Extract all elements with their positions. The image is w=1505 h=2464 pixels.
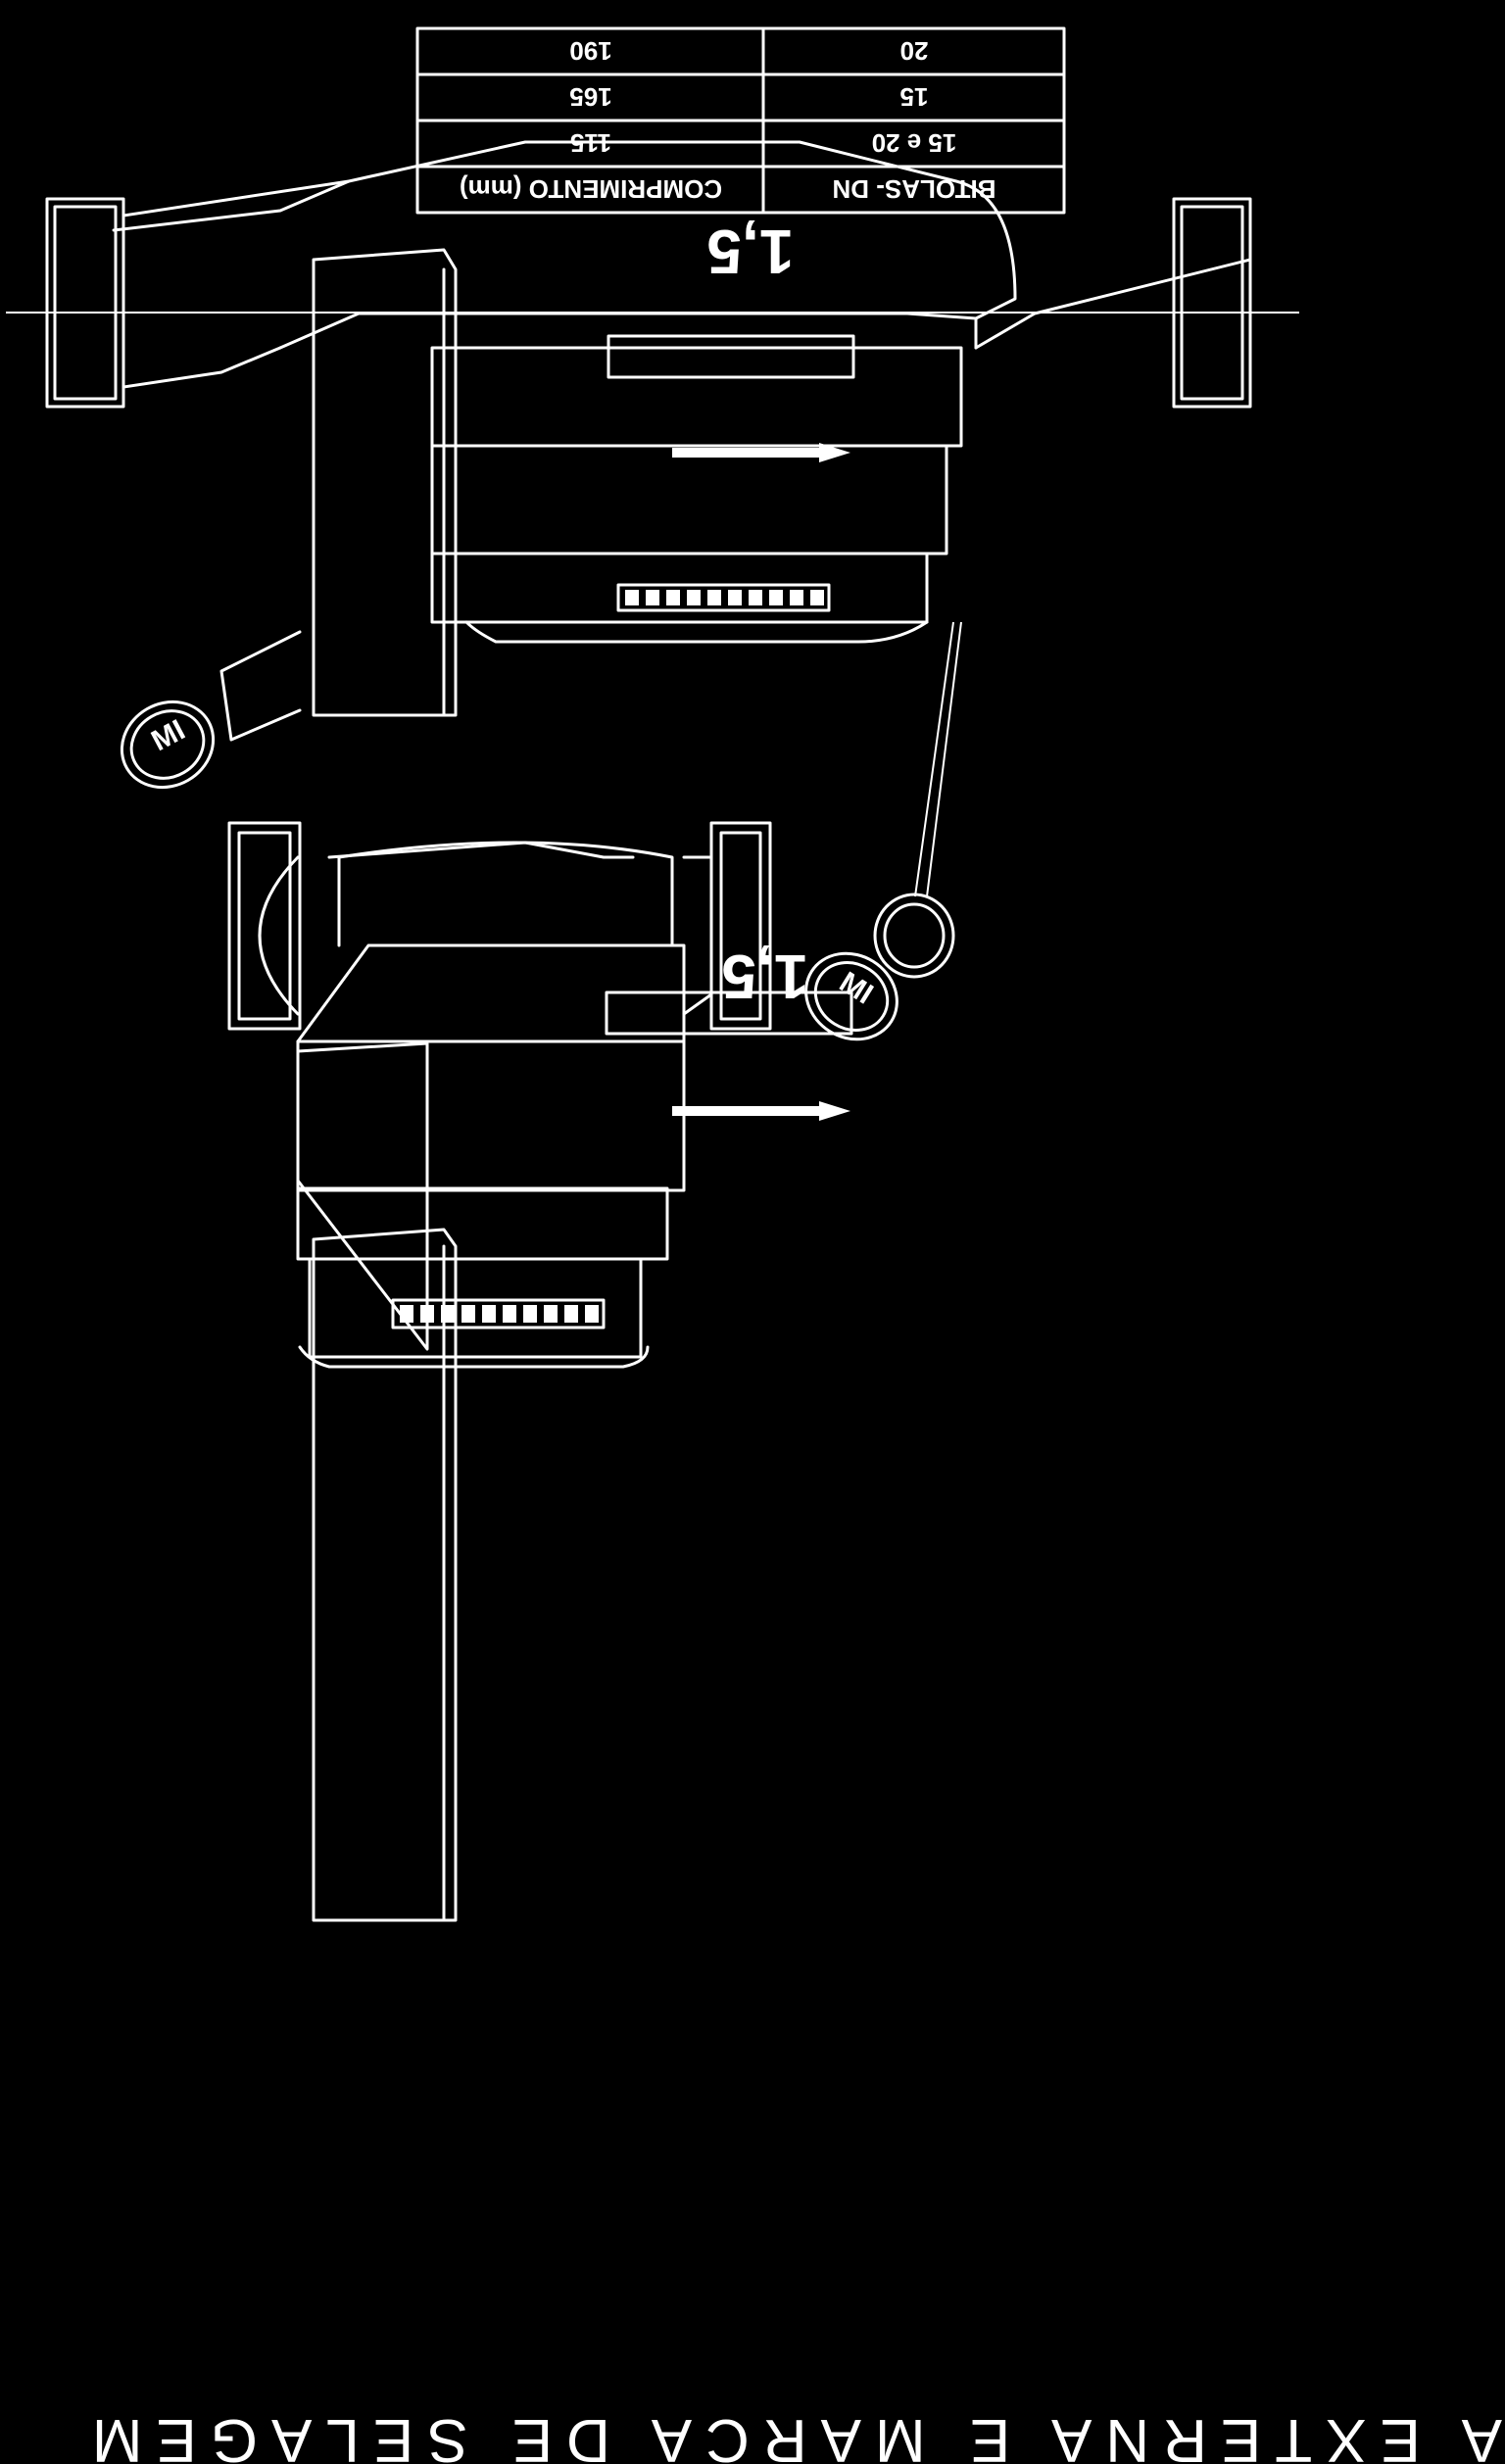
seal-cap — [804, 951, 898, 1041]
flow-arrow — [672, 1101, 850, 1121]
meter-body — [296, 1041, 429, 1351]
outlet-nut — [709, 821, 772, 1031]
table-cell: 15 — [900, 82, 929, 112]
seal-marking: MI — [146, 714, 190, 758]
table-cell: 15 e 20 — [872, 128, 957, 158]
inlet-nut — [227, 821, 302, 1031]
dimension-table-grid: COMPRIMENTO (mm) BITOLAS- DN 115 15 e 20… — [415, 26, 1066, 215]
size-marking: 1,5 — [707, 217, 795, 287]
table-cell: 190 — [569, 36, 611, 66]
rotated-sheet: VISTA EXTERNA E MARCA DE SELAGEM — [6, 140, 1505, 2464]
inlet-cap — [45, 197, 125, 409]
outlet-cap — [1172, 197, 1252, 409]
table-cell: 165 — [569, 82, 611, 112]
drawing-title: VISTA EXTERNA E MARCA DE SELAGEM — [78, 2406, 1505, 2464]
digit-window — [391, 1298, 606, 1329]
meter-view-compact: MI 1,5 — [227, 621, 962, 1922]
label-plate — [607, 334, 855, 379]
meter-pipe-body — [121, 140, 1017, 350]
label-plate — [605, 990, 853, 1036]
meter-view-long: 1,5 MI — [6, 140, 1299, 790]
digit-wheels — [400, 1305, 599, 1323]
register-flap — [312, 1228, 458, 1922]
title-block: VISTA EXTERNA E MARCA DE SELAGEM — [78, 2406, 1505, 2464]
table-header-gauge: BITOLAS- DN — [832, 174, 995, 204]
flow-arrow — [672, 443, 850, 462]
table-cell: 115 — [570, 128, 611, 158]
seal-wire — [914, 621, 962, 897]
register-flap — [312, 248, 458, 717]
digit-window — [616, 583, 831, 612]
table-header-length: COMPRIMENTO (mm) — [460, 174, 722, 204]
size-marking: 1,5 — [722, 942, 809, 1012]
digit-wheels — [625, 590, 824, 605]
table-cell: 20 — [900, 36, 929, 66]
seal-cap — [120, 700, 216, 790]
